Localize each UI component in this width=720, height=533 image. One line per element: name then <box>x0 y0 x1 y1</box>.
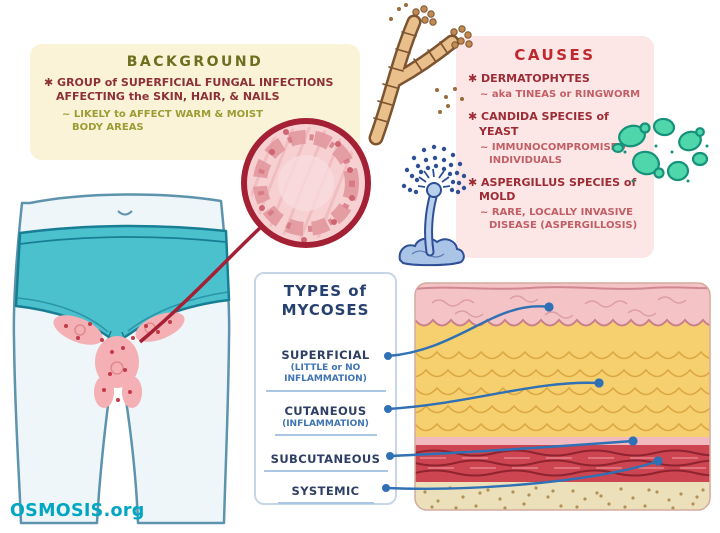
underline <box>274 434 377 437</box>
lower-body-illustration <box>12 193 231 525</box>
type-entry-systemic: SYSTEMIC <box>256 484 395 504</box>
types-title: TYPES of MYCOSES <box>281 282 370 319</box>
underline <box>265 389 386 392</box>
cause-label: ✱ CANDIDA SPECIES of YEAST <box>468 110 609 138</box>
cause-label: ✱ DERMATOPHYTES <box>468 72 590 85</box>
types-of-mycoses-box: TYPES of MYCOSES SUPERFICIAL (LITTLE or … <box>254 272 397 505</box>
type-sublabel: (LITTLE or NO INFLAMMATION) <box>284 363 367 385</box>
type-label: SUPERFICIAL <box>281 348 370 362</box>
cause-sublabel: ~ RARE, LOCALLY INVASIVE DISEASE (ASPERG… <box>480 207 638 232</box>
type-entry-subcutaneous: SUBCUTANEOUS <box>256 452 395 472</box>
type-label: CUTANEOUS <box>284 404 367 418</box>
cause-item-aspergillus: ✱ ASPERGILLUS SPECIES of MOLD ~ RARE, LO… <box>468 176 642 233</box>
groin-rash <box>53 312 185 408</box>
bone-layer <box>415 482 710 510</box>
pointer-dots <box>382 302 663 492</box>
cause-item-dermatophytes: ✱ DERMATOPHYTES ~ aka TINEAS or RINGWORM <box>468 72 642 101</box>
systemic-pointer <box>384 459 660 490</box>
background-info-box: BACKGROUND ✱ GROUP of SUPERFICIAL FUNGAL… <box>30 44 360 160</box>
osmosis-logo: OSMOSIS.org <box>10 501 145 521</box>
fat-layer <box>415 283 710 510</box>
body-silhouette <box>12 193 231 525</box>
cause-sublabel: ~ IMMUNOCOMPROMISED INDIVIDUALS <box>480 141 626 166</box>
types-pointer-lines <box>384 305 660 490</box>
underline <box>263 470 388 472</box>
causes-info-box: CAUSES ✱ DERMATOPHYTES ~ aka TINEAS or R… <box>456 36 654 258</box>
cause-item-candida: ✱ CANDIDA SPECIES of YEAST ~ IMMUNOCOMPR… <box>468 110 642 167</box>
cause-label: ✱ ASPERGILLUS SPECIES of MOLD <box>468 175 637 204</box>
background-subpoint: ~ LIKELY to AFFECT WARM & MOIST BODY ARE… <box>62 108 263 133</box>
causes-title: CAUSES <box>514 46 596 64</box>
type-label: SUBCUTANEOUS <box>270 452 381 466</box>
skin-cross-section <box>414 282 711 511</box>
epidermis-layer <box>415 283 710 326</box>
subcutaneous-pointer <box>388 439 635 458</box>
cutaneous-pointer <box>386 381 601 411</box>
vessel-layer <box>415 445 710 482</box>
type-label: SYSTEMIC <box>291 484 360 498</box>
magnifier-connector-line <box>138 224 264 344</box>
navel <box>117 210 133 216</box>
background-point: ✱ GROUP of SUPERFICIAL FUNGAL INFECTIONS… <box>44 76 334 104</box>
type-entry-superficial: SUPERFICIAL (LITTLE or NO INFLAMMATION) <box>256 348 395 392</box>
type-sublabel: (INFLAMMATION) <box>282 419 369 429</box>
superficial-pointer <box>386 305 551 358</box>
background-title: BACKGROUND <box>126 54 264 70</box>
underwear <box>14 224 231 342</box>
type-entry-cutaneous: CUTANEOUS (INFLAMMATION) <box>256 404 395 437</box>
cause-sublabel: ~ aka TINEAS or RINGWORM <box>480 89 641 101</box>
underline <box>277 502 374 504</box>
